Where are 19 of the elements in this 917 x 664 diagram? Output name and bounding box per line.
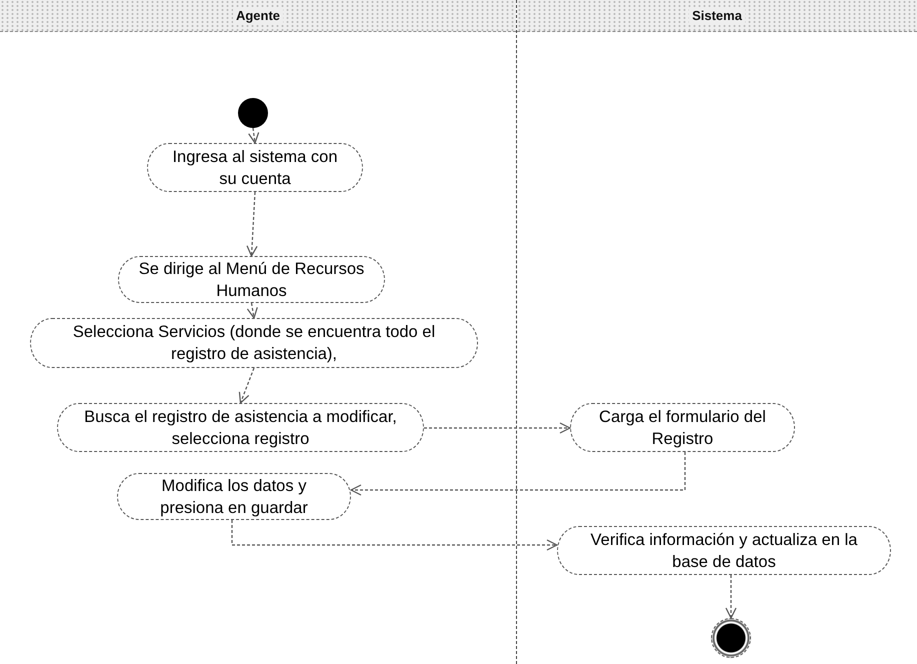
action-box: Verifica información y actualiza en la base de datos — [557, 526, 891, 575]
control-flow-arrow — [725, 575, 737, 619]
control-flow-arrow — [424, 422, 571, 434]
action-box: Carga el formulario del Registro — [570, 403, 795, 452]
control-flow-arrow — [248, 128, 260, 144]
initial-node — [238, 98, 268, 128]
action-box: Modifica los datos y presiona en guardar — [117, 473, 351, 520]
action-box: Selecciona Servicios (donde se encuentra todo el registro de asistencia), — [30, 318, 478, 368]
action-box: Ingresa al sistema con su cuenta — [147, 143, 363, 192]
action-box: Se dirige al Menú de Recursos Humanos — [118, 256, 385, 303]
control-flow-arrow — [246, 302, 258, 319]
lane-title: Sistema — [689, 8, 745, 23]
control-flow-arrow — [238, 368, 255, 404]
lane-title: Agente — [232, 8, 284, 23]
control-flow-arrow — [231, 520, 558, 551]
final-node — [711, 618, 751, 658]
control-flow-arrow — [246, 192, 258, 257]
action-box: Busca el registro de asistencia a modificar, selecciona registro — [57, 403, 424, 452]
control-flow-arrow — [350, 452, 686, 496]
